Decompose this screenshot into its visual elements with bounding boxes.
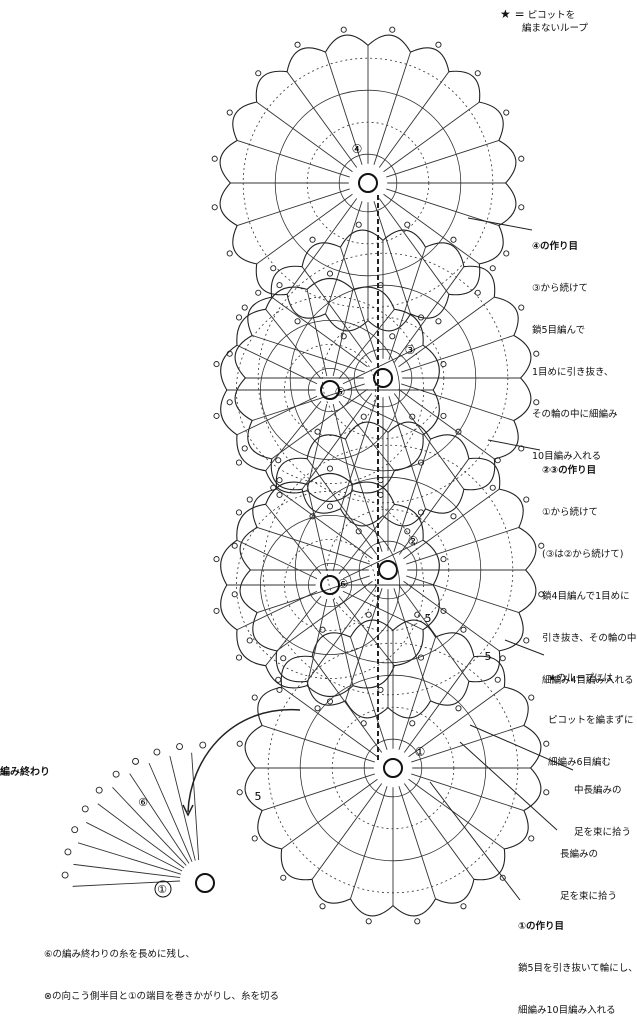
note-line: 鎖4目編んで1目めに <box>542 591 630 602</box>
note-line: 引き抜き、その輪の中に <box>542 633 637 644</box>
motif-4 <box>211 26 525 340</box>
note-line: 足を束に拾う <box>574 827 632 838</box>
motif-label-4: ④ <box>352 142 363 156</box>
note-line: 10目編み入れる <box>532 451 602 462</box>
note-line: その輪の中に細編み <box>532 409 618 420</box>
note-line: 細編み10目編み入れる <box>518 1005 616 1016</box>
finish-spoke <box>86 822 183 872</box>
finish-spoke <box>77 842 181 875</box>
note-line: ★のループには <box>548 673 613 684</box>
note-line: 鎖5目編んで <box>532 325 586 336</box>
note-line: 細編み4目編み入れる <box>542 675 634 686</box>
leader-lines <box>182 217 574 901</box>
note-line: ③から続けて <box>532 283 589 294</box>
note-motif-23: ②③の作り目 ①から続けて (③は②から続けて) 鎖4目編んで1目めに 引き抜き… <box>542 436 637 702</box>
finish-picot <box>153 748 161 756</box>
finish-label-ring <box>154 880 172 898</box>
note-line: ⊗の向こう側半目と①の端目を巻きかがりし、糸を切る <box>44 991 279 1002</box>
finish-spoke <box>129 773 190 864</box>
finish-picot <box>199 741 207 749</box>
note-finish: ⑥の編み終わりの糸を長めに残し、 ⊗の向こう側半目と①の端目を巻きかがりし、糸を… <box>44 920 279 1018</box>
motif-label-6: ⑥ <box>338 577 349 591</box>
finish-center-ring <box>195 873 215 893</box>
star-symbol: ★ = <box>500 7 525 21</box>
finish-picot <box>81 805 89 813</box>
motif-circles <box>211 26 550 925</box>
motif-label-3: ③ <box>405 343 416 357</box>
note-line: ⑥の編み終わりの糸を長めに残し、 <box>44 949 196 960</box>
note-line: 足を束に拾う <box>560 891 618 902</box>
note-line: 中長編みの <box>574 785 622 796</box>
finish-spoke <box>72 880 181 887</box>
finish-picot <box>132 757 140 765</box>
finish-spoke <box>191 752 200 861</box>
finish-spoke <box>112 786 187 866</box>
note-motif-4-title: ④の作り目 <box>532 241 579 252</box>
motif-labels: ① ② ③ ④ ⑤ ⑥ 5 5 5 ① ⑥ <box>138 142 491 896</box>
note-line: 細編み6目編む <box>548 757 612 768</box>
motif-label-1: ① <box>415 745 426 759</box>
finish-spoke <box>169 756 196 861</box>
motif-label-5: ⑤ <box>335 385 346 399</box>
finish-picot <box>61 871 69 879</box>
crochet-chart: ① ② ③ ④ ⑤ ⑥ 5 5 5 ① ⑥ <box>61 26 574 925</box>
finish-picot <box>64 848 72 856</box>
note-star-loop: ★のループには ピコットを編まずに 細編み6目編む <box>548 644 634 784</box>
finish-spoke <box>73 863 181 878</box>
note-line: 鎖5目を引き抜いて輪にし、 <box>518 963 637 974</box>
motif-6-inner <box>213 465 447 705</box>
finish-picot <box>112 770 120 778</box>
finish-spoke <box>97 803 185 869</box>
finish-spoke <box>148 762 193 862</box>
motif-5-inner <box>213 270 447 510</box>
end-motif-label: ① <box>157 883 167 896</box>
finish-picot <box>176 743 183 751</box>
note-dc: 長編みの 足を束に拾う <box>560 820 617 918</box>
finish-title: 編み終わり <box>0 767 50 778</box>
note-line: 1目めに引き抜き、 <box>532 367 614 378</box>
note-line: ピコットを編まずに <box>548 715 634 726</box>
note-motif-23-title: ②③の作り目 <box>542 465 597 476</box>
note-line: ①から続けて <box>542 507 599 518</box>
note-line: (③は②から続けて) <box>542 549 624 560</box>
motif-2 <box>231 413 545 727</box>
legend-line-1: ピコットを <box>527 10 576 21</box>
round-label-a: 5 <box>255 790 262 803</box>
round-label-c: 5 <box>485 650 492 663</box>
note-motif-4: ④の作り目 ③から続けて 鎖5目編んで 1目めに引き抜き、 その輪の中に細編み … <box>532 212 618 478</box>
finish-picot <box>95 786 103 794</box>
note-hdc: 中長編みの 足を束に拾う <box>574 756 631 854</box>
finish-picot <box>71 826 79 834</box>
finish-fragment <box>61 741 215 898</box>
legend-line-2: 編まないループ <box>522 23 588 34</box>
note-motif-1: ①の作り目 鎖5目を引き抜いて輪にし、 細編み10目編み入れる <box>518 892 637 1032</box>
end-motif-label-6: ⑥ <box>138 796 148 809</box>
motif-label-2: ② <box>408 534 419 548</box>
note-line: 長編みの <box>560 849 599 860</box>
note-motif-1-title: ①の作り目 <box>518 921 565 932</box>
legend: ★ = ピコットを 編まないループ <box>500 8 588 35</box>
round-label-b: 5 <box>425 612 432 625</box>
